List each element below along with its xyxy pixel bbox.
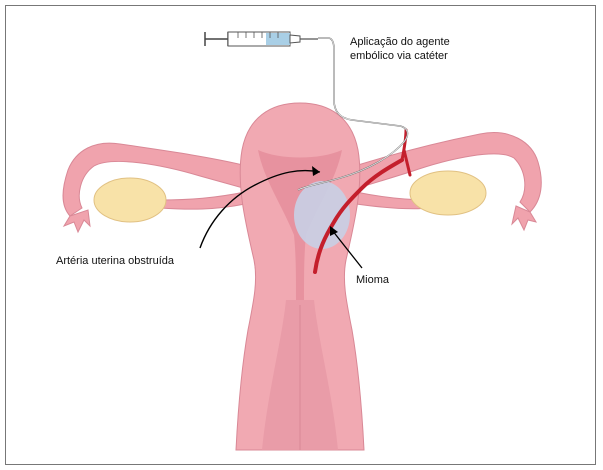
left-ovary [94, 178, 166, 222]
catheter-label-line1: Aplicação do agente [350, 36, 450, 49]
right-ovary [410, 171, 486, 215]
artery-label: Artéria uterina obstruída [56, 255, 174, 268]
fibroid-label: Mioma [356, 274, 389, 287]
catheter-label-line2: embólico via catéter [350, 50, 448, 63]
fibroid [294, 181, 350, 249]
syringe-icon [205, 32, 318, 46]
